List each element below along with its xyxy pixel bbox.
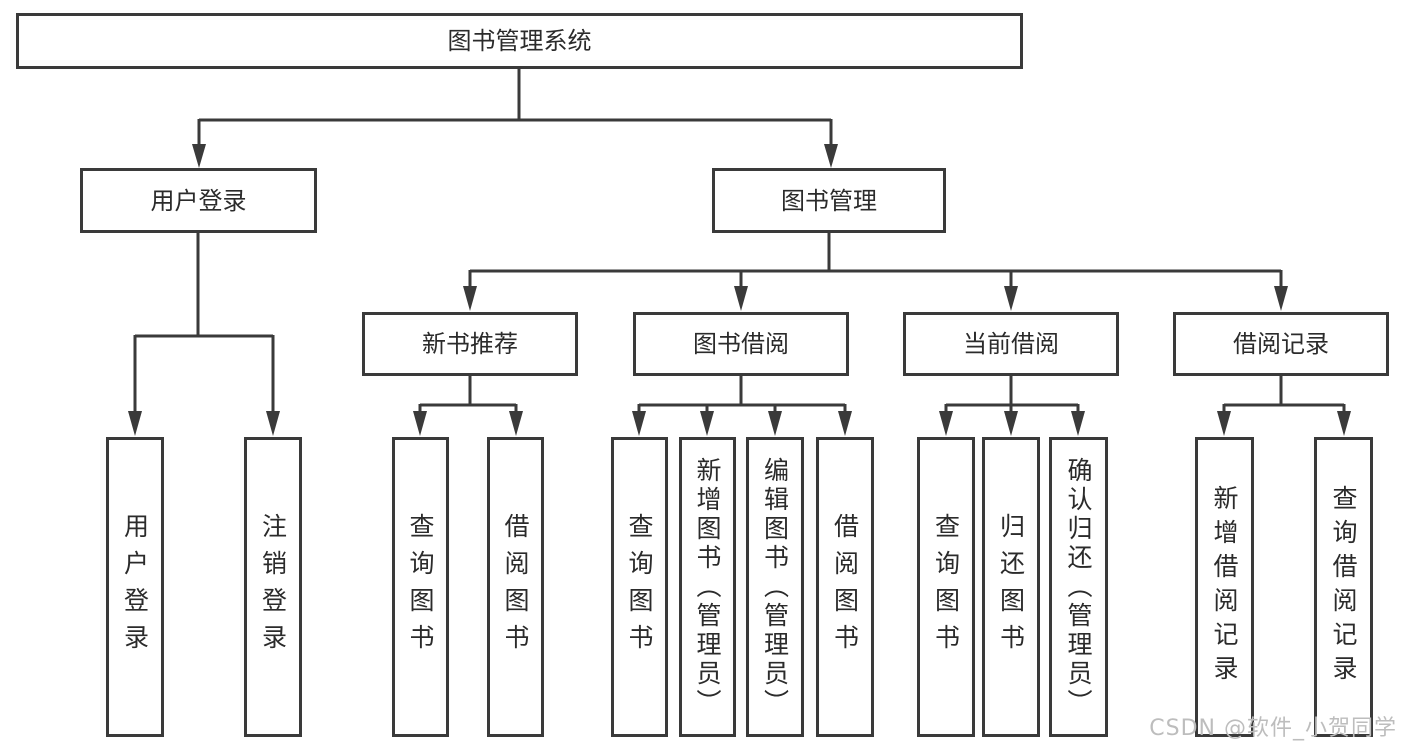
arrow-down-icon — [509, 411, 523, 436]
arrow-down-icon — [128, 411, 142, 436]
node-label: 新书推荐 — [422, 330, 518, 358]
arrow-down-icon — [939, 411, 953, 436]
connector-book-borrow — [632, 376, 852, 436]
arrow-down-icon — [700, 411, 714, 436]
arrow-down-icon — [734, 286, 748, 311]
leaf-add-book-admin: 新增图书（管理员） — [679, 437, 736, 737]
node-label: 借阅图书 — [501, 513, 530, 661]
node-label: 用户登录 — [150, 186, 247, 215]
node-user-login: 用户登录 — [80, 168, 317, 233]
arrow-down-icon — [824, 144, 838, 168]
leaf-confirm-return-admin: 确认归还（管理员） — [1049, 437, 1108, 737]
node-new-book-rec: 新书推荐 — [362, 312, 578, 376]
connector-borrow-record — [1217, 376, 1351, 436]
arrow-down-icon — [632, 411, 646, 436]
arrow-down-icon — [768, 411, 782, 436]
leaf-query-book-2: 查询图书 — [611, 437, 668, 737]
node-current-borrow: 当前借阅 — [903, 312, 1119, 376]
node-label: 查询借阅记录 — [1329, 485, 1358, 689]
connector-root — [192, 68, 838, 168]
leaf-query-book-1: 查询图书 — [392, 437, 449, 737]
node-label: 确认归还（管理员） — [1064, 456, 1093, 718]
leaf-borrow-book-2: 借阅图书 — [816, 437, 874, 737]
leaf-logout: 注销登录 — [244, 437, 302, 737]
node-label: 图书借阅 — [693, 330, 789, 358]
node-book-mgmt: 图书管理 — [712, 168, 946, 233]
arrow-down-icon — [838, 411, 852, 436]
node-label: 新增借阅记录 — [1210, 485, 1239, 689]
connector-current-borrow — [939, 376, 1085, 436]
connector-book-mgmt — [463, 233, 1288, 311]
node-label: 借阅记录 — [1233, 330, 1329, 358]
node-root: 图书管理系统 — [16, 13, 1023, 69]
arrow-down-icon — [1337, 411, 1351, 436]
node-label: 借阅图书 — [830, 513, 860, 661]
node-label: 新增图书（管理员） — [693, 456, 722, 718]
leaf-add-borrow-record: 新增借阅记录 — [1195, 437, 1254, 737]
arrow-down-icon — [463, 286, 477, 311]
node-label: 查询图书 — [931, 513, 961, 661]
leaf-borrow-book-1: 借阅图书 — [487, 437, 544, 737]
arrow-down-icon — [413, 411, 427, 436]
leaf-user-login: 用户登录 — [106, 437, 164, 737]
leaf-query-book-3: 查询图书 — [917, 437, 975, 737]
node-label: 当前借阅 — [963, 330, 1059, 358]
arrow-down-icon — [266, 411, 280, 436]
node-borrow-record: 借阅记录 — [1173, 312, 1389, 376]
leaf-edit-book-admin: 编辑图书（管理员） — [746, 437, 804, 737]
arrow-down-icon — [1004, 286, 1018, 311]
arrow-down-icon — [1004, 411, 1018, 436]
arrow-down-icon — [1217, 411, 1231, 436]
leaf-query-borrow-record: 查询借阅记录 — [1314, 437, 1373, 737]
arrow-down-icon — [1071, 411, 1085, 436]
arrow-down-icon — [192, 144, 206, 168]
node-book-borrow: 图书借阅 — [633, 312, 849, 376]
watermark: CSDN @软件_小贺同学 — [1149, 716, 1397, 741]
node-label: 查询图书 — [406, 513, 435, 661]
arrow-down-icon — [1274, 286, 1288, 311]
node-label: 查询图书 — [625, 513, 654, 661]
node-label: 图书管理 — [781, 186, 877, 215]
node-label: 归还图书 — [996, 513, 1026, 661]
node-label: 图书管理系统 — [447, 27, 592, 55]
node-label: 注销登录 — [258, 513, 288, 661]
node-label: 用户登录 — [120, 513, 150, 661]
node-label: 编辑图书（管理员） — [760, 456, 790, 718]
connector-new-book-rec — [413, 376, 523, 436]
leaf-return-book: 归还图书 — [982, 437, 1040, 737]
connector-user-login — [128, 233, 280, 436]
